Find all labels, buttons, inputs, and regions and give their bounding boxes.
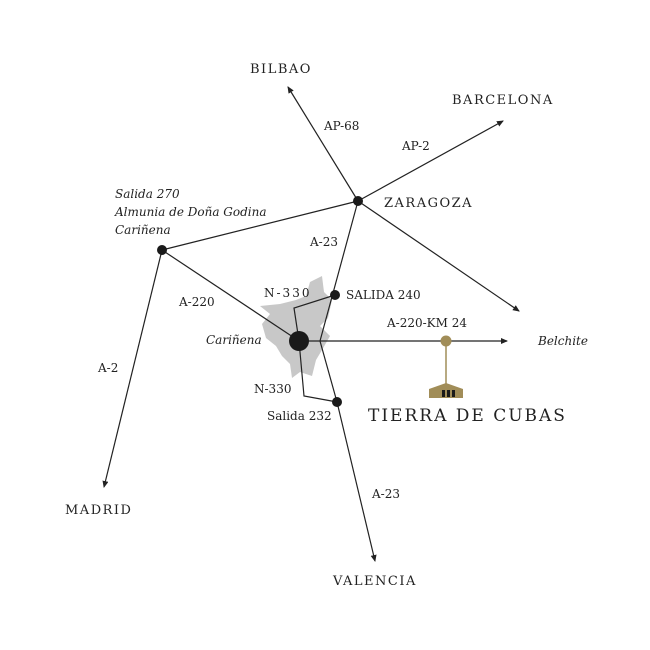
km24-node: [440, 335, 452, 347]
label-a23-south: A-23: [371, 487, 400, 501]
label-tierra-de-cubas: TIERRA DE CUBAS: [368, 406, 567, 426]
road-a23: [319, 200, 377, 562]
label-salida270-1: Salida 270: [115, 187, 180, 201]
road-to-belchite-north: [357, 200, 520, 312]
salida270-node: [157, 245, 167, 255]
label-n330-south: N-330: [254, 382, 291, 396]
label-bilbao: BILBAO: [250, 62, 312, 77]
road-n330-north: [293, 294, 336, 342]
carinena-node: [289, 331, 309, 351]
road-a220: [161, 249, 300, 342]
label-a23-north: A-23: [309, 235, 338, 249]
winery-building-icon: [429, 383, 463, 398]
label-belchite: Belchite: [537, 334, 588, 348]
road-a2: [102, 249, 163, 488]
label-salida270-2: Almunia de Doña Godina: [114, 205, 267, 219]
label-a2: A-2: [97, 361, 118, 375]
road-n330-south: [298, 340, 338, 403]
label-zaragoza: ZARAGOZA: [384, 196, 473, 211]
label-valencia: VALENCIA: [332, 574, 417, 589]
label-a220-km24: A-220-KM 24: [386, 316, 467, 330]
zaragoza-node: [353, 196, 363, 206]
salida240-node: [330, 290, 340, 300]
label-madrid: MADRID: [65, 503, 132, 518]
road-zaragoza-salida270: [161, 200, 359, 251]
salida232-node: [332, 397, 342, 407]
label-a220: A-220: [178, 295, 215, 309]
label-salida240: SALIDA 240: [346, 288, 421, 302]
label-salida232: Salida 232: [267, 409, 332, 423]
label-carinena: Cariñena: [206, 333, 262, 347]
road-ap2: [357, 120, 504, 202]
label-ap68: AP-68: [323, 119, 359, 133]
label-salida270-3: Cariñena: [115, 223, 171, 237]
road-ap68: [287, 86, 359, 202]
label-ap2: AP-2: [401, 139, 430, 153]
label-n330-north: N-330: [264, 286, 311, 300]
label-barcelona: BARCELONA: [452, 93, 554, 108]
